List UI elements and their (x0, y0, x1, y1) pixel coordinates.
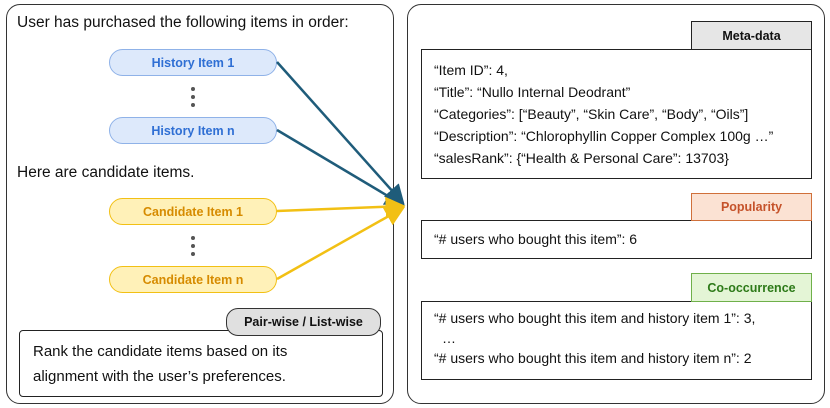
cooccurrence-line-1: “# users who bought this item and histor… (434, 310, 756, 326)
candidate-item-n: Candidate Item n (109, 266, 277, 293)
metadata-line-salesrank: “salesRank”: {“Health & Personal Care”: … (434, 150, 729, 166)
candidate-item-n-arrow (276, 206, 406, 281)
metadata-line-item-id: “Item ID”: 4, (434, 62, 508, 78)
history-item-n-arrow (276, 128, 406, 207)
cooccurrence-ellipsis: … (442, 330, 456, 346)
history-item-1: History Item 1 (109, 49, 277, 76)
popularity-box: “# users who bought this item”: 6 (421, 220, 812, 259)
cooccurrence-line-n: “# users who bought this item and histor… (434, 350, 752, 366)
candidate-item-1-arrow (276, 196, 406, 217)
task-line-2: alignment with the user’s preferences. (33, 368, 286, 385)
task-line-1: Rank the candidate items based on its (33, 343, 288, 360)
history-item-n: History Item n (109, 117, 277, 144)
ranking-mode-tab: Pair-wise / List-wise (226, 308, 381, 336)
metadata-box: “Item ID”: 4, “Title”: “Nullo Internal D… (421, 49, 812, 179)
history-ellipsis-icon (190, 87, 196, 111)
metadata-line-title: “Title”: “Nullo Internal Deodrant” (434, 84, 631, 100)
history-item-1-arrow (276, 61, 405, 205)
popularity-tab: Popularity (691, 193, 812, 221)
history-intro-text: User has purchased the following items i… (17, 14, 349, 31)
popularity-line: “# users who bought this item”: 6 (434, 231, 638, 247)
cooccurrence-box: “# users who bought this item and histor… (421, 301, 812, 380)
metadata-tab: Meta-data (691, 21, 812, 50)
cooccurrence-tab: Co-occurrence (691, 273, 812, 302)
metadata-line-description: “Description”: “Chlorophyllin Copper Com… (434, 128, 774, 144)
candidate-item-1: Candidate Item 1 (109, 198, 277, 225)
candidate-ellipsis-icon (190, 236, 196, 260)
candidate-intro-text: Here are candidate items. (17, 164, 195, 181)
metadata-line-categories: “Categories”: [“Beauty”, “Skin Care”, “B… (434, 106, 749, 122)
task-instruction-box: Rank the candidate items based on its al… (19, 330, 383, 397)
